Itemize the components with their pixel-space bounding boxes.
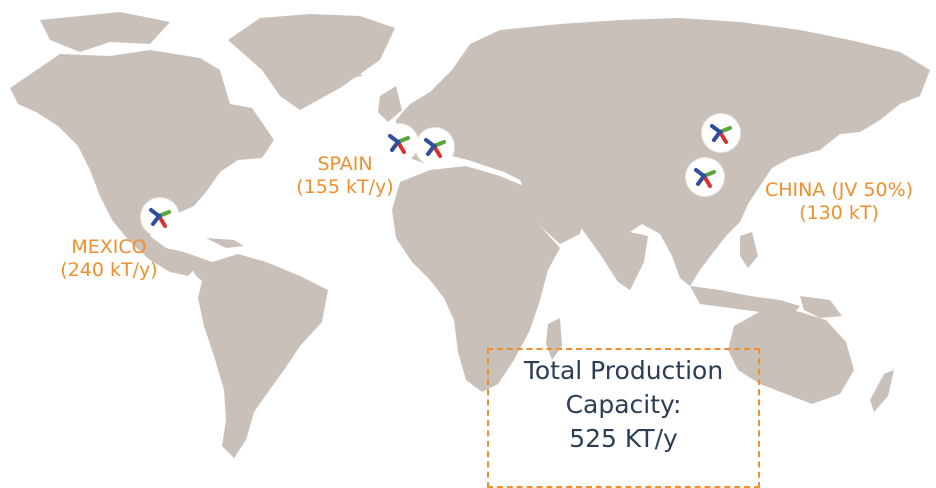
- spain-capacity: (155 kT/y): [296, 176, 394, 198]
- china-capacity: (130 kT): [799, 202, 879, 224]
- landmass-uk: [378, 86, 402, 122]
- world-map-stage: MEXICO (240 kT/y) SPAIN (155 kT/y) CHINA…: [10, 12, 932, 488]
- plant-marker-icon: [694, 168, 716, 188]
- world-map: [10, 12, 930, 458]
- mexico-label: MEXICO (240 kT/y): [34, 236, 184, 282]
- plant-marker-china-1: [702, 114, 740, 152]
- mexico-name: MEXICO: [71, 236, 147, 258]
- landmass-arabia: [520, 180, 584, 244]
- plant-marker-icon: [424, 138, 446, 158]
- plant-marker-icon: [149, 208, 171, 228]
- landmass-eurasia: [396, 18, 930, 286]
- china-name: CHINA (JV 50%): [764, 179, 914, 201]
- plant-marker-spain-1: [380, 124, 418, 162]
- landmass-iceland: [332, 62, 362, 80]
- landmass-greenland: [228, 14, 395, 110]
- plant-marker-china-2: [686, 158, 724, 196]
- total-capacity-box: Total Production Capacity: 525 KT/y: [487, 348, 760, 488]
- plant-marker-spain-2: [416, 128, 454, 166]
- landmass-new-zealand: [870, 370, 894, 412]
- landmass-baffin: [290, 14, 330, 62]
- plant-marker-icon: [388, 134, 410, 154]
- landmass-japan: [766, 106, 796, 160]
- spain-label: SPAIN (155 kT/y): [282, 153, 408, 199]
- landmass-caribbean: [206, 238, 244, 248]
- mexico-capacity: (240 kT/y): [60, 259, 158, 281]
- landmass-india: [600, 232, 648, 290]
- china-label: CHINA (JV 50%) (130 kT): [746, 179, 932, 225]
- landmass-arctic-islands: [40, 12, 170, 52]
- total-line-1: Total Production: [523, 356, 724, 385]
- spain-name: SPAIN: [317, 153, 373, 175]
- total-line-2: Capacity:: [565, 390, 682, 419]
- landmass-south-america: [198, 254, 328, 458]
- landmass-new-guinea: [800, 296, 842, 318]
- landmass-africa: [392, 166, 560, 392]
- total-line-3: 525 KT/y: [569, 424, 678, 453]
- landmass-north-america: [10, 50, 274, 276]
- plant-marker-mexico: [141, 198, 179, 236]
- plant-marker-icon: [710, 124, 732, 144]
- landmass-philippines: [740, 232, 758, 268]
